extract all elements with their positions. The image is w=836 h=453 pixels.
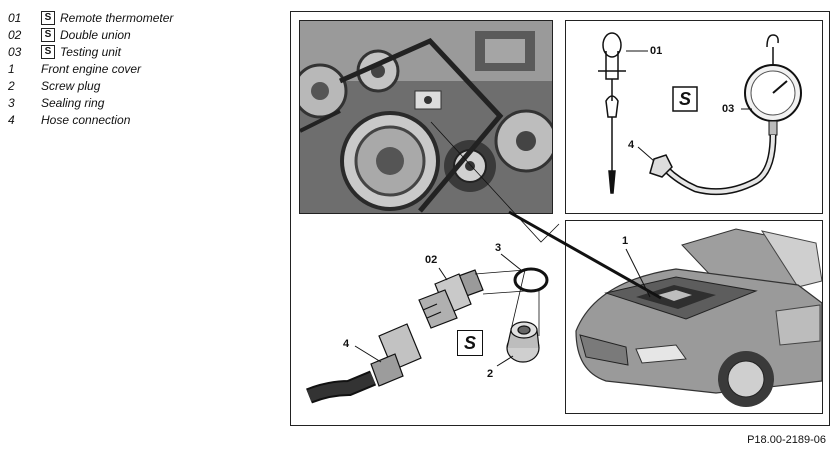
legend-label: Front engine cover [41, 61, 142, 76]
double-union-drawing [418, 269, 484, 329]
vehicle-panel: 1 [565, 220, 823, 414]
legend-label: Testing unit [60, 44, 121, 59]
tools-drawing [598, 32, 802, 196]
callout-02: 02 [425, 254, 438, 266]
screw-plug-drawing [506, 321, 540, 363]
parts-drawing [306, 253, 549, 404]
legend-item: 02 S Double union [8, 26, 278, 43]
callout-4: 4 [628, 139, 635, 151]
remote-thermometer-drawing [598, 32, 626, 194]
legend-code: 2 [8, 78, 15, 93]
legend: 01 S Remote thermometer 02 S Double unio… [8, 9, 278, 128]
legend-label: Remote thermometer [60, 10, 174, 25]
legend-item: 1 Front engine cover [8, 60, 278, 77]
legend-code: 3 [8, 95, 15, 110]
callout-1: 1 [622, 235, 629, 247]
sealing-ring-drawing [513, 267, 549, 293]
legend-item: 03 S Testing unit [8, 43, 278, 60]
legend-code: 02 [8, 27, 22, 42]
legend-label: Hose connection [41, 112, 131, 127]
illustration-frame: 01 S 03 4 [290, 11, 830, 426]
tools-panel: 01 S 03 4 [565, 20, 823, 214]
callout-03: 03 [722, 103, 735, 115]
engine-photo [300, 21, 552, 213]
callout-01: 01 [650, 45, 663, 57]
callout-4: 4 [343, 338, 350, 350]
hose-connection-drawing [306, 323, 422, 404]
figure-reference: P18.00-2189-06 [747, 434, 826, 446]
legend-code: 1 [8, 61, 15, 76]
special-tool-icon: S [41, 44, 55, 59]
legend-item: 4 Hose connection [8, 111, 278, 128]
callout-2: 2 [487, 368, 494, 380]
legend-item: 2 Screw plug [8, 77, 278, 94]
legend-code: 03 [8, 44, 22, 59]
legend-code: 4 [8, 112, 15, 127]
engine-photo-panel [299, 20, 553, 214]
callout-3: 3 [495, 242, 502, 254]
special-tool-icon: S [41, 27, 55, 42]
special-tool-icon: S [678, 88, 691, 109]
parts-panel: 02 3 4 S 2 [299, 218, 561, 418]
legend-label: Screw plug [41, 78, 101, 93]
special-tool-icon: S [457, 330, 483, 356]
special-tool-icon: S [41, 10, 55, 25]
legend-label: Sealing ring [41, 95, 105, 110]
vehicle-drawing [566, 221, 822, 413]
testing-unit-drawing [649, 34, 802, 196]
legend-label: Double union [60, 27, 131, 42]
legend-item: 3 Sealing ring [8, 94, 278, 111]
legend-code: 01 [8, 10, 22, 25]
legend-item: 01 S Remote thermometer [8, 9, 278, 26]
